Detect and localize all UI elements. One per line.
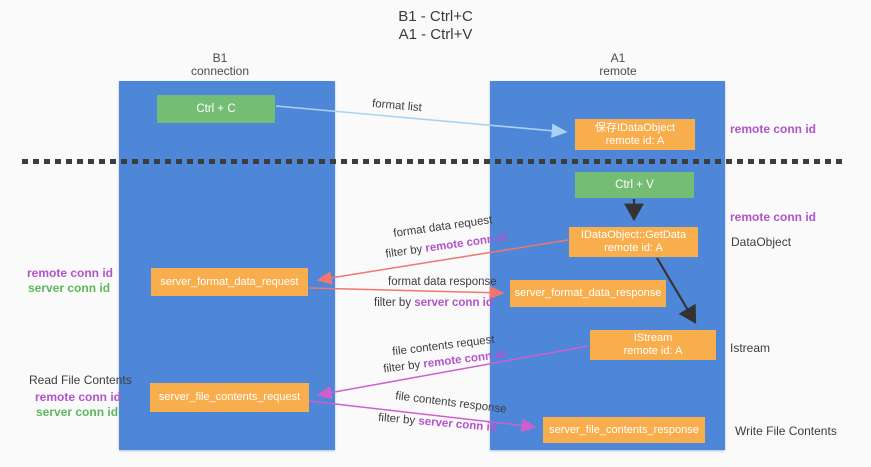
- left-bottom-remote-conn-id-label: remote conn id: [35, 390, 122, 404]
- server-format-data-response-label: server_format_data_response: [514, 287, 662, 299]
- getdata-box: IDataObject::GetData remote id: A: [569, 227, 698, 257]
- right-mid-remote-conn-id-label: remote conn id: [730, 210, 817, 224]
- server-format-data-request-box: server_format_data_request: [151, 268, 308, 296]
- ctrl-c-label: Ctrl + C: [196, 103, 236, 115]
- format-data-response-label: format data response: [388, 276, 497, 288]
- ctrl-v-box: Ctrl + V: [575, 172, 694, 198]
- istream-box: IStream remote id: A: [590, 330, 716, 360]
- server-conn-id-text: server conn id: [414, 297, 493, 309]
- ctrl-c-box: Ctrl + C: [157, 95, 275, 123]
- istream-line2: remote id: A: [623, 345, 683, 357]
- right-column-header: A1 remote: [548, 52, 688, 78]
- left-server-conn-id-label: server conn id: [28, 281, 111, 295]
- server-file-contents-request-box: server_file_contents_request: [150, 383, 309, 412]
- filter-by-text: filter by: [377, 411, 419, 428]
- server-file-contents-response-label: server_file_contents_response: [549, 423, 699, 436]
- filter-by-text: filter by: [382, 358, 425, 376]
- right-top-remote-conn-id-label: remote conn id: [730, 122, 817, 136]
- server-file-contents-response-box: server_file_contents_response: [543, 417, 705, 443]
- server-conn-id-text: server conn id: [417, 415, 498, 435]
- left-column-name: B1: [212, 51, 228, 65]
- left-column-subtitle: connection: [190, 64, 250, 78]
- right-column-subtitle: remote: [599, 64, 637, 78]
- filter-server-2: filter by server conn id: [378, 412, 497, 434]
- server-format-data-request-label: server_format_data_request: [160, 275, 299, 288]
- diagram-title: B1 - Ctrl+C A1 - Ctrl+V: [0, 8, 871, 44]
- istream-line1: IStream: [633, 332, 673, 344]
- format-list-label: format list: [371, 97, 423, 115]
- write-file-contents-label: Write File Contents: [735, 424, 837, 438]
- save-dataobject-line2: remote id: A: [605, 134, 665, 147]
- read-file-contents-label: Read File Contents: [29, 373, 132, 387]
- save-dataobject-line1: 保存IDataObject: [594, 121, 676, 134]
- format-data-response-arrow: [308, 285, 505, 300]
- getdata-line1: IDataObject::GetData: [580, 229, 687, 241]
- title-line-1: B1 - Ctrl+C: [398, 8, 473, 25]
- left-column-header: B1 connection: [150, 52, 290, 78]
- left-bottom-server-conn-id-label: server conn id: [36, 405, 119, 419]
- filter-by-text: filter by: [384, 242, 427, 261]
- ctrl-v-label: Ctrl + V: [615, 179, 654, 191]
- istream-side-label: Istream: [730, 341, 771, 355]
- dashed-separator-line: [22, 159, 842, 164]
- server-file-contents-request-label: server_file_contents_request: [158, 391, 301, 403]
- server-format-data-response-box: server_format_data_response: [510, 280, 666, 307]
- right-column-name: A1: [610, 51, 626, 65]
- title-line-2: A1 - Ctrl+V: [398, 26, 473, 43]
- filter-server-1: filter by server conn id: [374, 297, 493, 309]
- filter-by-text: filter by: [374, 297, 415, 309]
- left-remote-conn-id-label: remote conn id: [27, 266, 114, 280]
- dataobject-label: DataObject: [731, 235, 792, 249]
- getdata-line2: remote id: A: [604, 242, 663, 254]
- save-dataobject-box: 保存IDataObject remote id: A: [575, 119, 695, 150]
